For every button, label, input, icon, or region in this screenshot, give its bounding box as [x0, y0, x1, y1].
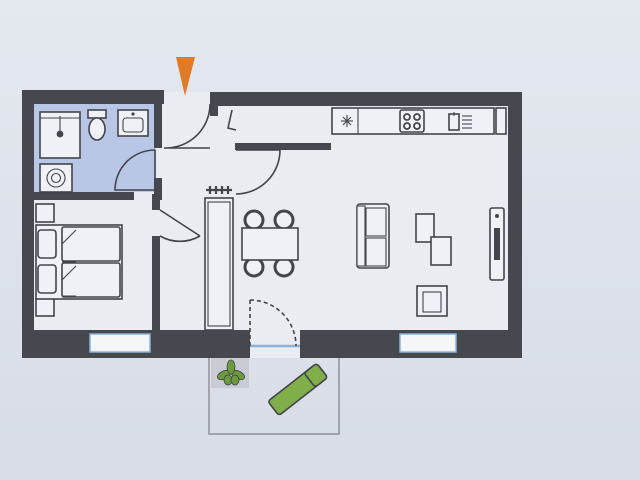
- duvet-bottom: [61, 262, 121, 298]
- hob-plate: [399, 109, 425, 133]
- door-balcony[interactable]: [249, 299, 297, 347]
- nightstand-bottom: [35, 297, 55, 317]
- side-table: [415, 213, 435, 243]
- kitchen: [331, 107, 507, 135]
- bathroom: [39, 109, 149, 193]
- pillow-bottom: [37, 264, 57, 294]
- coat-rack: [206, 186, 232, 194]
- kitchen-sink-basin: [448, 113, 460, 131]
- double-bed: [35, 224, 123, 300]
- plant-icon: [217, 359, 245, 386]
- hob-ring: [413, 122, 421, 130]
- wall-left: [22, 90, 34, 358]
- living-area: [356, 203, 505, 317]
- door-living: [235, 149, 281, 195]
- sofa-back: [356, 205, 366, 267]
- wall-top-right: [210, 92, 522, 106]
- bathroom-wall-right: [154, 92, 162, 148]
- bathroom-sink-icon: [117, 109, 149, 137]
- hob-ring: [413, 113, 421, 121]
- duvet-fold: [61, 265, 77, 297]
- bedroom: [35, 203, 123, 317]
- sofa: [356, 203, 390, 269]
- entrance-arrow-icon: [176, 57, 195, 96]
- bathroom-wall-stub: [154, 178, 162, 200]
- plant-leaf: [230, 374, 240, 386]
- coffee-table: [430, 236, 452, 266]
- kitchen-sink-icon: [448, 112, 460, 131]
- sink-tap: [131, 112, 135, 116]
- tv-knob: [495, 214, 499, 218]
- lounger-back: [304, 363, 328, 387]
- hob-icon: [399, 109, 425, 133]
- door-bathroom: [114, 149, 156, 191]
- storage-wall-bottom: [235, 143, 331, 150]
- bedroom-wall-lower: [152, 236, 160, 330]
- shower-head: [56, 130, 64, 138]
- washing-machine-icon: [39, 163, 73, 193]
- radiator-ray: [342, 116, 352, 126]
- wall-right: [508, 92, 522, 358]
- door-bedroom: [159, 209, 201, 243]
- tall-cabinet: [495, 107, 507, 135]
- plant-leaf: [226, 359, 236, 375]
- balcony: [208, 355, 340, 435]
- dining-chair: [273, 209, 295, 231]
- toilet-bowl: [88, 117, 106, 141]
- wardrobe-inner: [207, 201, 231, 327]
- bedroom-wall-right: [152, 194, 160, 210]
- radiator-icon: [341, 115, 353, 127]
- shower-icon: [56, 116, 64, 138]
- wall-top-left: [24, 90, 164, 104]
- door-storage: [227, 109, 237, 131]
- doors: [114, 103, 297, 347]
- window-living: [399, 333, 457, 353]
- dining-table: [241, 227, 299, 261]
- duvet-top: [61, 226, 121, 262]
- toilet-cistern: [87, 109, 107, 119]
- dining-chair: [243, 209, 265, 231]
- tv-icon: [489, 207, 505, 281]
- pillow-top: [37, 229, 57, 259]
- windows: [89, 333, 457, 353]
- hob-ring: [403, 122, 411, 130]
- duvet-fold: [61, 229, 77, 263]
- sofa-cushion: [365, 207, 387, 237]
- bathroom-wall-bottom: [30, 192, 134, 200]
- dining-area: [241, 209, 299, 278]
- sofa-cushion: [365, 237, 387, 267]
- fridge-icon: [462, 115, 472, 129]
- window-bedroom: [89, 333, 151, 353]
- armchair-seat: [422, 291, 442, 313]
- sink-basin: [122, 117, 144, 133]
- toilet-icon: [87, 109, 107, 141]
- sun-lounger-icon: [268, 363, 328, 416]
- tv-screen: [494, 228, 500, 260]
- hallway: [204, 186, 234, 331]
- nightstand-top: [35, 203, 55, 223]
- washer-drum-inner: [50, 172, 62, 184]
- hob-ring: [403, 113, 411, 121]
- door-entrance: [164, 103, 211, 149]
